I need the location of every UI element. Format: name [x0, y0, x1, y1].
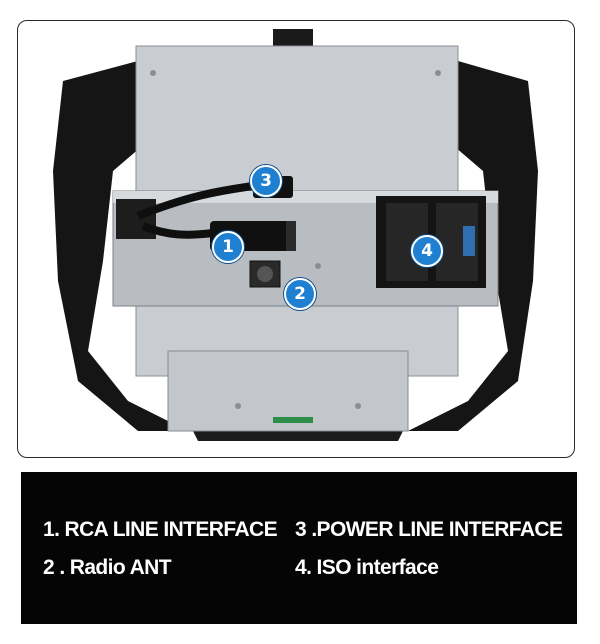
antenna-port-hole: [257, 266, 273, 282]
product-photo: 3 1 2 4: [17, 20, 575, 458]
legend-rca-line-interface: 1. RCA LINE INTERFACE: [43, 518, 278, 541]
legend-radio-ant: 2 . Radio ANT: [43, 556, 172, 579]
callout-1: 1: [212, 231, 244, 263]
bezel-left: [53, 61, 188, 431]
legend-panel: 1. RCA LINE INTERFACE 2 . Radio ANT 3 .P…: [21, 472, 577, 624]
callout-3: 3: [250, 165, 282, 197]
bezel-right: [408, 61, 538, 431]
rca-bracket: [116, 199, 156, 239]
bezel-top-clip: [273, 29, 313, 49]
legend-power-line-interface: 3 .POWER LINE INTERFACE: [295, 518, 563, 541]
green-connector-strip: [273, 417, 313, 423]
callout-4: 4: [411, 235, 443, 267]
screw: [235, 403, 241, 409]
callout-2: 2: [284, 278, 316, 310]
legend-iso-interface: 4. ISO interface: [295, 556, 439, 579]
iso-connector-blue-tab: [463, 226, 475, 256]
screw: [435, 70, 441, 76]
head-unit-illustration: [53, 29, 538, 441]
rca-connector-ring: [286, 221, 296, 251]
rca-cable: [141, 222, 214, 239]
screw: [355, 403, 361, 409]
screw: [150, 70, 156, 76]
screw: [315, 263, 321, 269]
power-cable: [136, 182, 254, 220]
